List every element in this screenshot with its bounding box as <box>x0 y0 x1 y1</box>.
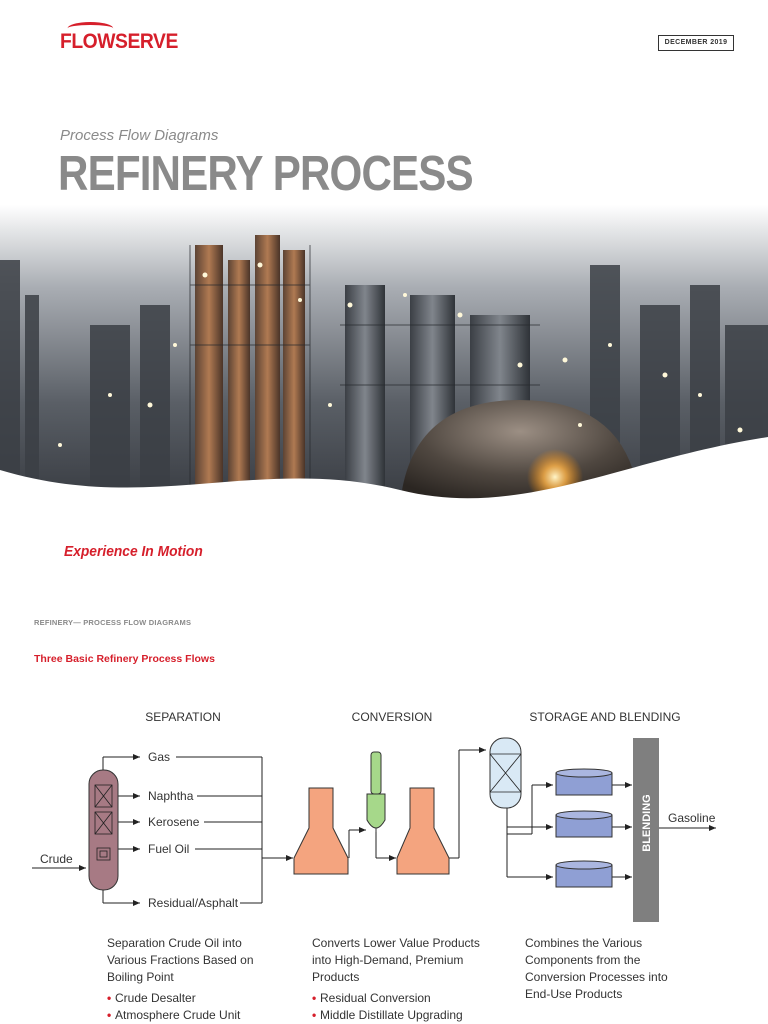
bullet-item: Middle Distillate Upgrading <box>312 1007 487 1024</box>
tagline: Experience In Motion <box>64 543 203 560</box>
bullet-item: Atmosphere Crude Unit <box>107 1007 267 1024</box>
flowserve-logo: FLOWSERVE <box>60 22 178 53</box>
section-eyebrow: REFINERY— PROCESS FLOW DIAGRAMS <box>34 618 192 627</box>
storage-blending-text: Combines the Various Components from the… <box>525 936 668 1001</box>
separation-description: Separation Crude Oil into Various Fracti… <box>107 935 267 1024</box>
output-kerosene-label: Kerosene <box>148 815 200 829</box>
stage-label-conversion: CONVERSION <box>352 710 433 724</box>
product-gasoline-label: Gasoline <box>668 811 716 825</box>
bullet-item: Residual Conversion <box>312 990 487 1007</box>
output-residual-asphalt-label: Residual/Asphalt <box>148 896 239 910</box>
section-heading: Three Basic Refinery Process Flows <box>34 653 215 665</box>
conversion-unit-1 <box>293 787 349 875</box>
storage-tank-2 <box>555 810 613 838</box>
distillation-column <box>88 769 119 891</box>
conversion-bullets: Residual Conversion Middle Distillate Up… <box>312 990 487 1024</box>
blending-label: BLENDING <box>641 794 653 851</box>
refinery-hero-image <box>0 205 768 535</box>
conversion-text: Converts Lower Value Products into High-… <box>312 936 480 984</box>
refinery-process-flow-diagram: SEPARATION CONVERSION STORAGE AND BLENDI… <box>32 710 716 922</box>
bullet-item: Crude Desalter <box>107 990 267 1007</box>
blending-unit <box>633 738 659 922</box>
storage-vessel <box>489 737 522 809</box>
conversion-unit-2 <box>396 787 450 875</box>
separation-bullets: Crude Desalter Atmosphere Crude Unit <box>107 990 267 1024</box>
separation-text: Separation Crude Oil into Various Fracti… <box>107 936 254 984</box>
storage-tank-3 <box>555 860 613 888</box>
storage-tank-1 <box>555 768 613 796</box>
stage-label-separation: SEPARATION <box>145 710 221 724</box>
conversion-description: Converts Lower Value Products into High-… <box>312 935 487 1024</box>
output-naphtha-label: Naphtha <box>148 789 194 803</box>
output-fuel-oil-label: Fuel Oil <box>148 842 189 856</box>
cover-title: REFINERY PROCESS <box>58 147 474 201</box>
cover-kicker: Process Flow Diagrams <box>60 127 219 144</box>
output-gas-label: Gas <box>148 750 170 764</box>
stage-label-storage-blending: STORAGE AND BLENDING <box>529 710 680 724</box>
reactor-vessel <box>366 751 386 832</box>
input-crude-label: Crude <box>40 852 73 866</box>
date-badge: DECEMBER 2019 <box>658 35 734 51</box>
storage-blending-description: Combines the Various Components from the… <box>525 935 675 1007</box>
